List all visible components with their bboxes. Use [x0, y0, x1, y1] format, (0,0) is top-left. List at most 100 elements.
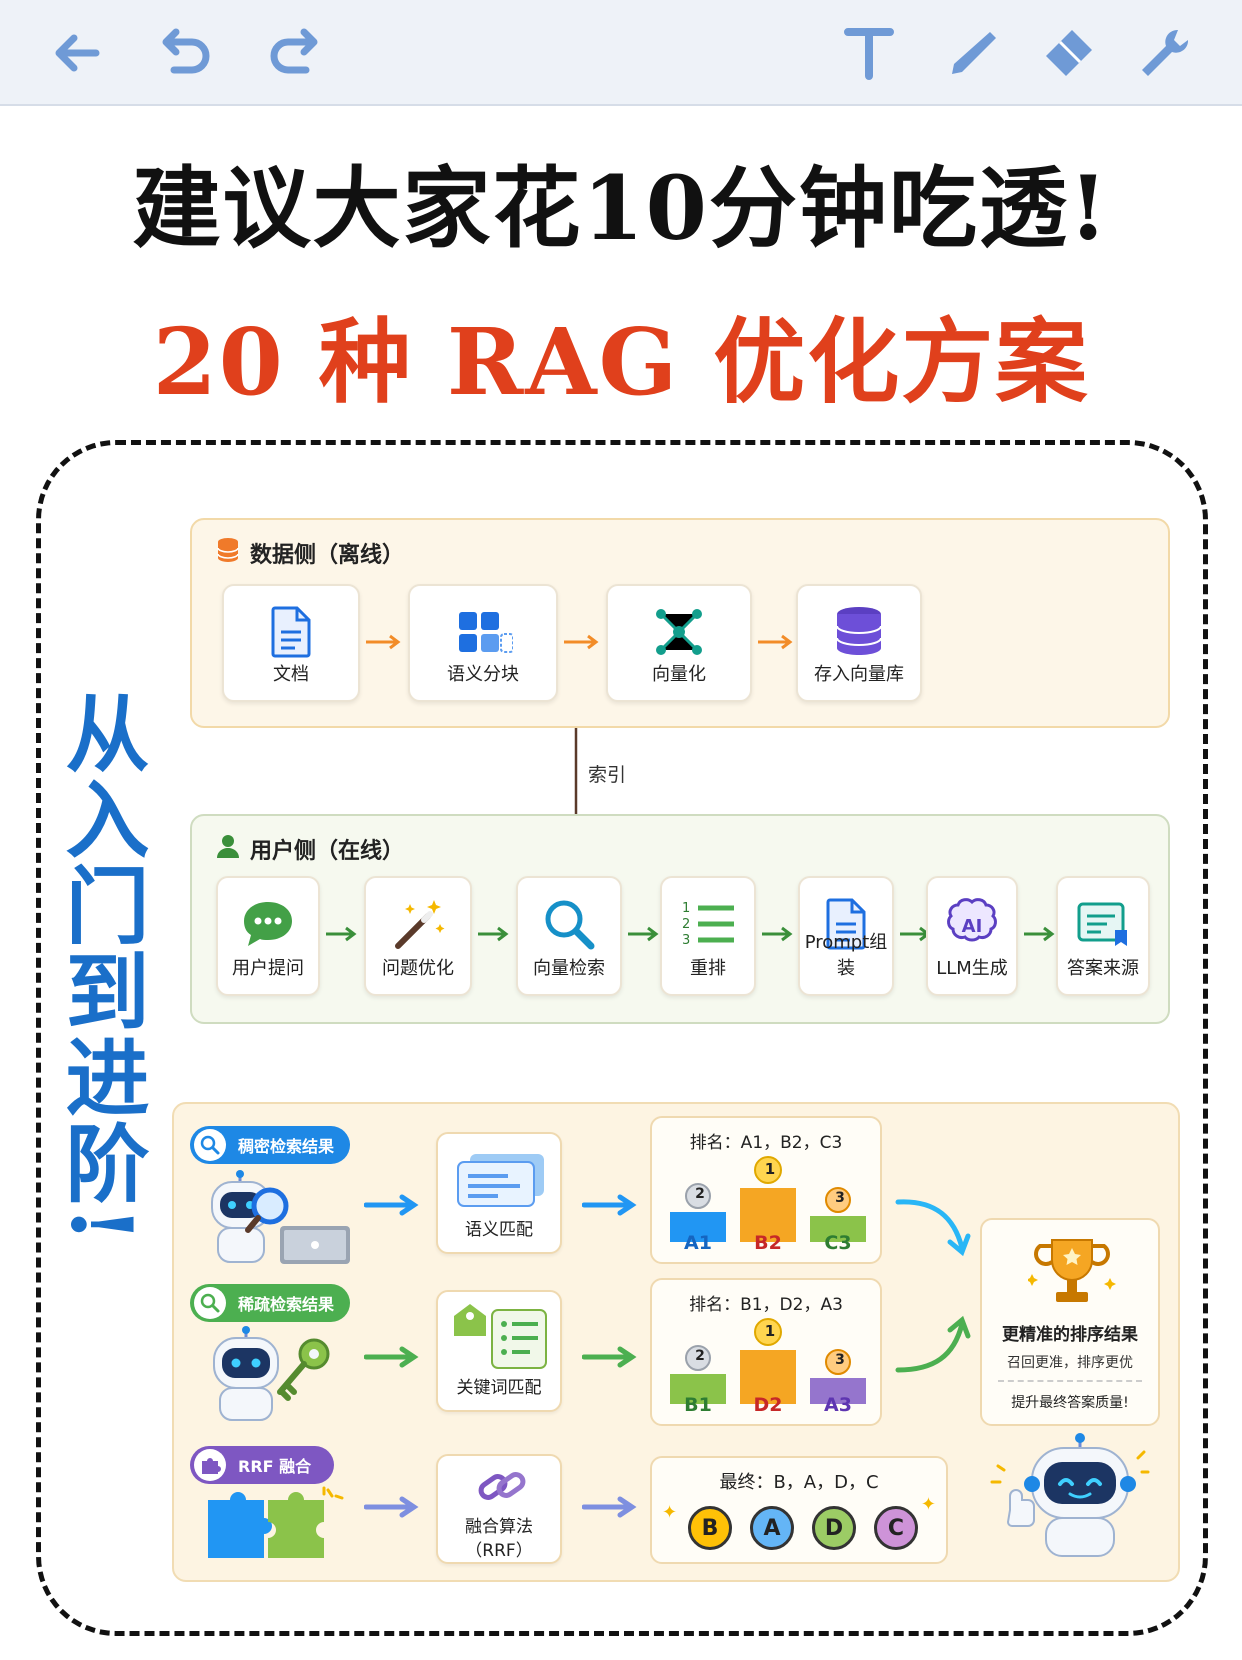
arrow-right-purple — [582, 1494, 640, 1520]
arrow-right-blue — [364, 1192, 422, 1218]
result-card: 更精准的排序结果 召回更准，排序更优 提升最终答案质量! — [980, 1218, 1160, 1426]
network-nodes-icon — [649, 602, 709, 662]
keyword-list-icon — [450, 1302, 550, 1376]
arrow-right-green — [582, 1344, 640, 1370]
svg-text:2: 2 — [682, 917, 690, 932]
sparkle-icon: ✦ — [662, 1502, 678, 1523]
arrow-right — [626, 924, 662, 944]
keyword-match-card: 关键词匹配 — [436, 1290, 562, 1412]
podium-number-1: 1 — [764, 1160, 776, 1178]
document-icon — [261, 602, 321, 662]
podium-number-3: 3 — [835, 1352, 845, 1368]
svg-text:3: 3 — [682, 933, 690, 948]
podium-number-1: 1 — [764, 1322, 776, 1340]
step-vectorize: 向量化 — [606, 584, 752, 702]
sparkle-icon: ✦ — [920, 1494, 936, 1515]
rrf-fusion-tag: RRF 融合 — [190, 1446, 334, 1484]
result-note: 提升最终答案质量! — [1011, 1395, 1129, 1411]
final-ball: D — [812, 1506, 856, 1550]
final-ranking-card: 最终：B，A，D，C ✦ ✦ B A D C — [650, 1456, 948, 1564]
user-side-heading: 用户侧（在线） — [214, 832, 404, 866]
arrow-right — [760, 924, 796, 944]
result-subtitle: 召回更准，排序更优 — [1007, 1355, 1133, 1371]
arrow-right-purple — [364, 1494, 422, 1520]
key-search-icon — [194, 1287, 226, 1319]
podium-label: C3 — [824, 1232, 852, 1254]
curved-arrow-down — [894, 1192, 974, 1262]
step-document: 文档 — [222, 584, 360, 702]
data-side-panel: 数据侧（离线） 文档 语义分块 向量化 存入向量库 — [190, 518, 1170, 728]
wrench-icon[interactable] — [1130, 20, 1196, 86]
podium-number-2: 2 — [695, 1348, 705, 1364]
database-icon — [214, 536, 242, 570]
step-prompt-assembly: Prompt组装 — [798, 876, 894, 996]
magnifier-icon — [539, 894, 599, 954]
dense-result-tag: 稠密检索结果 — [190, 1126, 350, 1164]
step-llm-generation: AI LLM生成 — [926, 876, 1018, 996]
chain-link-icon — [476, 1464, 528, 1512]
side-label: 从入门到进阶! — [52, 690, 151, 1245]
sparse-result-tag: 稀疏检索结果 — [190, 1284, 350, 1322]
podium-label: D2 — [753, 1394, 783, 1416]
arrow-right-green — [364, 1344, 422, 1370]
semantic-match-card: 语义匹配 — [436, 1132, 562, 1254]
eraser-icon[interactable] — [1036, 20, 1102, 86]
step-vector-store: 存入向量库 — [796, 584, 922, 702]
arrow-right — [364, 632, 404, 652]
main-title: 建议大家花10分钟吃透! — [132, 156, 1110, 260]
index-label: 索引 — [588, 764, 627, 786]
robot-detective-icon — [200, 1170, 360, 1270]
step-answer-source: 答案来源 — [1056, 876, 1150, 996]
svg-text:AI: AI — [962, 916, 983, 937]
robot-key-icon — [200, 1326, 350, 1426]
podium-label: A1 — [684, 1232, 712, 1254]
fusion-method-sub: （RRF） — [465, 1541, 533, 1561]
final-ball: B — [688, 1506, 732, 1550]
podium-number-3: 3 — [835, 1190, 845, 1206]
arrow-right — [324, 924, 360, 944]
undo-icon[interactable] — [152, 20, 218, 86]
robot-thumbs-up-icon — [980, 1430, 1150, 1564]
result-title: 更精准的排序结果 — [1002, 1325, 1138, 1345]
step-semantic-chunking: 语义分块 — [408, 584, 558, 702]
puzzle-icon — [194, 1449, 226, 1481]
podium-icon — [670, 1152, 866, 1248]
podium-label: B2 — [754, 1232, 782, 1254]
dashed-frame — [36, 440, 1208, 1636]
search-user-icon — [194, 1129, 226, 1161]
svg-text:1: 1 — [682, 901, 690, 916]
arrow-right-blue — [582, 1192, 640, 1218]
step-query-optimization: 问题优化 — [364, 876, 472, 996]
fusion-method-label: 融合算法 — [465, 1517, 533, 1537]
back-arrow-icon[interactable] — [44, 20, 110, 86]
prompt-document-icon — [816, 894, 876, 954]
toolbar — [0, 0, 1242, 106]
arrow-right — [1022, 924, 1058, 944]
chat-bubble-icon — [238, 894, 298, 954]
puzzle-pieces-icon — [204, 1486, 344, 1566]
arrow-right — [562, 632, 602, 652]
step-user-question: 用户提问 — [216, 876, 320, 996]
step-vector-search: 向量检索 — [516, 876, 622, 996]
dense-ranking-card: 排名：A1，B2，C3 2 1 3 A1 B2 C3 — [650, 1116, 882, 1264]
podium-number-2: 2 — [695, 1186, 705, 1202]
divider — [998, 1380, 1142, 1382]
magic-wand-icon — [388, 894, 448, 954]
redo-icon[interactable] — [262, 20, 328, 86]
chunks-icon — [453, 602, 514, 662]
text-tool-icon[interactable] — [836, 20, 902, 86]
curved-arrow-up — [894, 1310, 974, 1380]
subtitle: 20 种 RAG 优化方案 — [152, 308, 1090, 416]
arrow-right — [476, 924, 512, 944]
semantic-cards-icon — [454, 1146, 548, 1214]
pen-icon[interactable] — [940, 20, 1006, 86]
final-ball: C — [874, 1506, 918, 1550]
ai-brain-icon: AI — [942, 894, 1002, 954]
final-ball: A — [750, 1506, 794, 1550]
podium-label: A3 — [824, 1394, 852, 1416]
trophy-icon — [1026, 1234, 1116, 1316]
user-icon — [214, 832, 242, 866]
fusion-algorithm-card: 融合算法 （RRF） — [436, 1454, 562, 1564]
